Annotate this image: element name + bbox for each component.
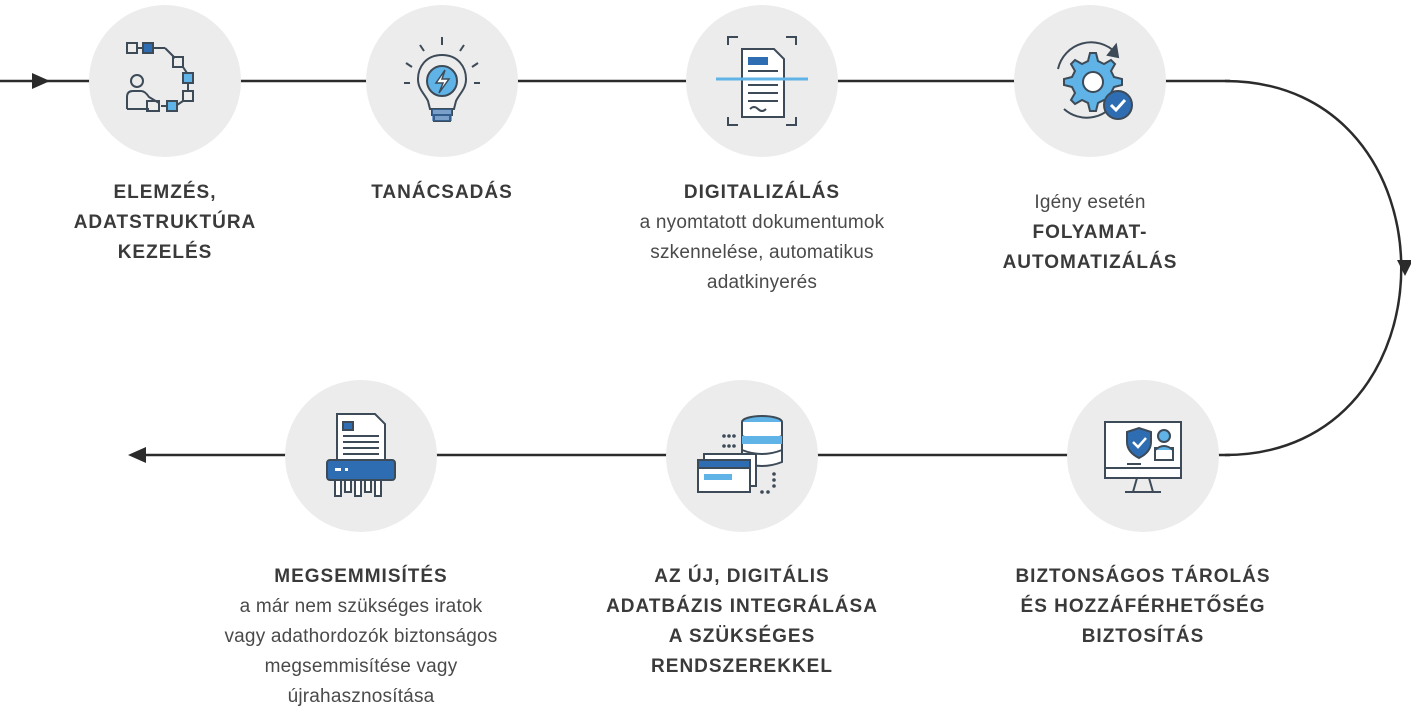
step-subtitle-line: szkennelése, automatikus <box>650 242 874 263</box>
step-subtitle-line: megsemmisítése vagy <box>264 656 458 677</box>
step-title-line: AZ ÚJ, DIGITÁLIS <box>654 566 830 587</box>
step-subtitle-line: adatkinyerés <box>706 272 818 293</box>
step-title-line: RENDSZEREKKEL <box>651 656 833 677</box>
curve-arrow-icon <box>1397 260 1411 276</box>
gear-automation-icon <box>1057 41 1133 120</box>
step-title-line: ADATBÁZIS INTEGRÁLÁSA <box>606 596 878 617</box>
step-2-text: TANÁCSADÁS <box>277 178 607 208</box>
secure-monitor-icon <box>1104 421 1182 493</box>
step-subtitle-line: a már nem szükséges iratok <box>239 596 483 617</box>
step-7-text: MEGSEMMISÍTÉS a már nem szükséges iratok… <box>196 562 526 712</box>
shredder-icon <box>326 413 396 497</box>
step-7-circle <box>285 380 437 532</box>
step-6-text: AZ ÚJ, DIGITÁLIS ADATBÁZIS INTEGRÁLÁSA A… <box>577 562 907 682</box>
document-scan-icon <box>716 36 808 126</box>
step-title-line: ÉS HOZZÁFÉRHETŐSÉG <box>1020 596 1266 617</box>
lightbulb-icon <box>404 37 480 122</box>
step-title-line: ADATSTRUKTÚRA <box>73 212 257 233</box>
step-subtitle-line: a nyomtatott dokumentumok <box>639 212 885 233</box>
step-5-circle <box>1067 380 1219 532</box>
step-title-line: FOLYAMAT- <box>1032 222 1148 243</box>
step-title-line: KEZELÉS <box>117 242 213 263</box>
step-prefix: Igény esetén <box>1034 192 1146 213</box>
step-3-text: DIGITALIZÁLÁS a nyomtatott dokumentumok … <box>597 178 927 298</box>
step-1-text: ELEMZÉS, ADATSTRUKTÚRA KEZELÉS <box>0 178 330 268</box>
step-title-line: ELEMZÉS, <box>113 182 217 203</box>
step-5-text: BIZTONSÁGOS TÁROLÁS ÉS HOZZÁFÉRHETŐSÉG B… <box>978 562 1308 652</box>
step-1-circle <box>89 5 241 157</box>
step-title-line: AUTOMATIZÁLÁS <box>1002 252 1178 273</box>
step-title-line: BIZTONSÁGOS TÁROLÁS <box>1015 566 1271 587</box>
step-4-text: Igény esetén FOLYAMAT- AUTOMATIZÁLÁS <box>925 188 1255 278</box>
step-2-circle <box>366 5 518 157</box>
step-6-circle <box>666 380 818 532</box>
step-3-circle <box>686 5 838 157</box>
workflow-structure-icon <box>126 42 194 112</box>
entry-arrow-icon <box>32 73 50 89</box>
exit-arrow-icon <box>128 447 146 463</box>
step-subtitle-line: vagy adathordozók biztonságos <box>224 626 498 647</box>
step-4-circle <box>1014 5 1166 157</box>
step-subtitle-line: újrahasznosítása <box>287 686 435 707</box>
step-title-line: DIGITALIZÁLÁS <box>683 182 841 203</box>
step-title-line: TANÁCSADÁS <box>371 182 513 203</box>
step-title-line: MEGSEMMISÍTÉS <box>274 566 448 587</box>
step-title-line: A SZÜKSÉGES <box>668 626 816 647</box>
database-integration-icon <box>697 415 783 494</box>
step-title-line: BIZTOSÍTÁS <box>1081 626 1205 647</box>
